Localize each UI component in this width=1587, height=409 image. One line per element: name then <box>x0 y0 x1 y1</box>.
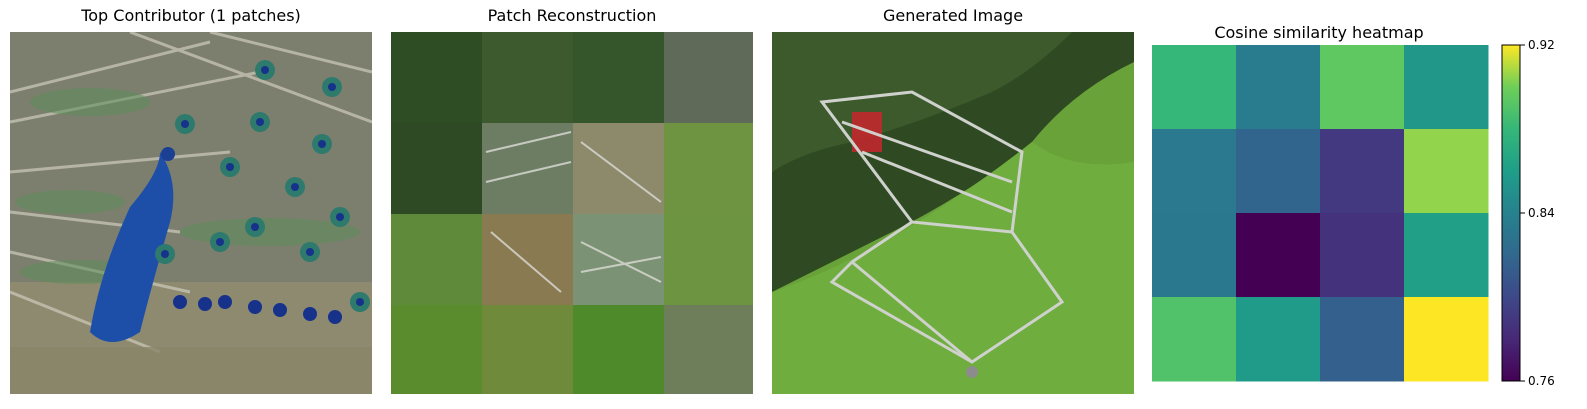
colorbar-tick-label: 0.84 <box>1528 206 1555 220</box>
heatmap-cell-r0-c3 <box>1404 45 1489 130</box>
colorbar-tick-label: 0.92 <box>1528 38 1555 52</box>
generated-image <box>772 32 1134 394</box>
heatmap-cell-r1-c1 <box>1236 129 1321 214</box>
generated-image-title: Generated Image <box>882 6 1024 25</box>
colorbar-ticks: 0.92 0.84 0.76 <box>1520 38 1555 388</box>
heatmap-cell-r3-c2 <box>1320 297 1405 382</box>
heatmap-cell-r0-c1 <box>1236 45 1321 130</box>
heatmap-cell-r3-c0 <box>1152 297 1237 382</box>
heatmap-cell-r0-c0 <box>1152 45 1237 130</box>
top-contributor-title: Top Contributor (1 patches) <box>81 6 301 25</box>
heatmap-cell-r1-c2 <box>1320 129 1405 214</box>
heatmap-cell-r2-c1 <box>1236 213 1321 298</box>
heatmap-cell-r2-c2 <box>1320 213 1405 298</box>
heatmap-cell-r3-c1 <box>1236 297 1321 382</box>
heatmap-cell-r2-c0 <box>1152 213 1237 298</box>
patch-reconstruction-title: Patch Reconstruction <box>487 6 657 25</box>
colorbar <box>1501 44 1521 382</box>
heatmap-cells <box>1152 45 1489 382</box>
heatmap-cell-r1-c3 <box>1404 129 1489 214</box>
patch-reconstruction-image <box>391 32 753 394</box>
peacock-image <box>10 32 372 394</box>
heatmap-cell-r3-c3 <box>1404 297 1489 382</box>
colorbar-tick-label: 0.76 <box>1528 374 1555 388</box>
heatmap-title: Cosine similarity heatmap <box>1214 23 1423 42</box>
heatmap-cell-r0-c2 <box>1320 45 1405 130</box>
heatmap-cell-r1-c0 <box>1152 129 1237 214</box>
heatmap-cell-r2-c3 <box>1404 213 1489 298</box>
